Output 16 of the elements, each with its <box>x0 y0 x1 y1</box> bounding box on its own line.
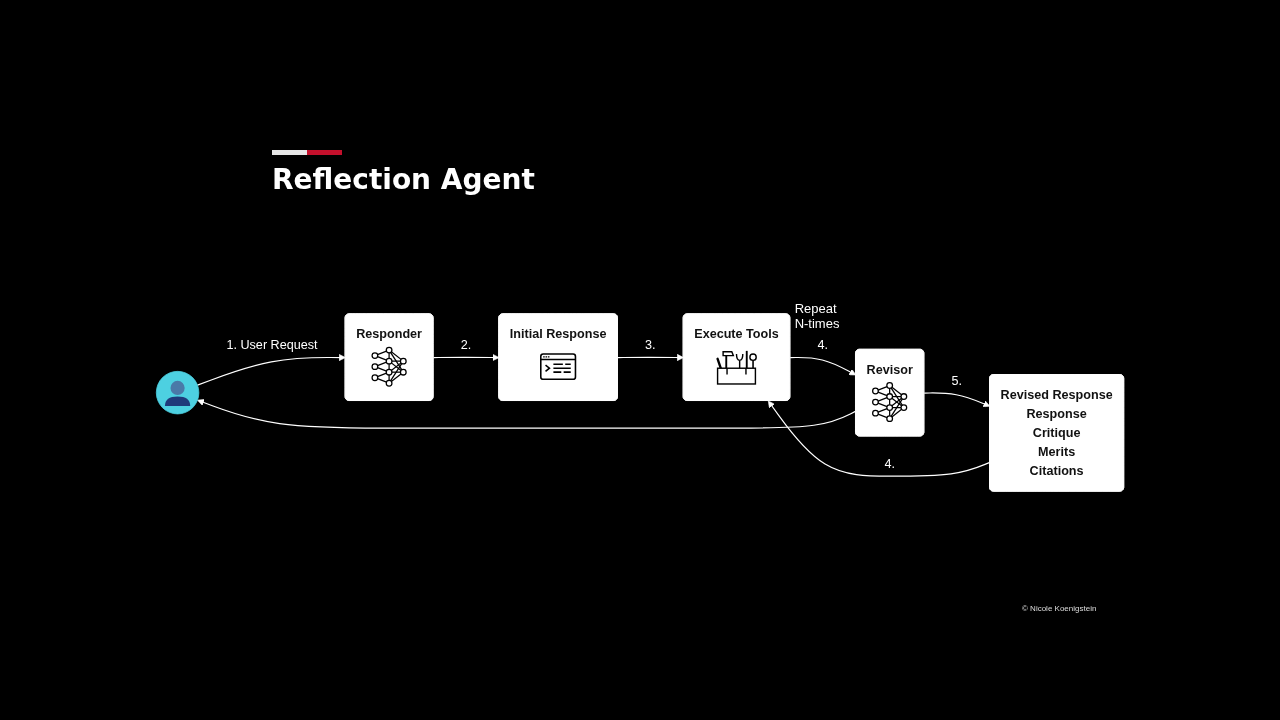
arrow <box>617 354 684 361</box>
arrow <box>196 354 346 386</box>
edge-label: 4. <box>817 338 828 352</box>
diagram-title: Reflection Agent <box>272 163 535 196</box>
edge-label: 3. <box>645 338 656 352</box>
arrow <box>923 392 991 408</box>
arrow <box>197 399 857 429</box>
copyright-note: © Nicole Koenigstein <box>1022 604 1097 613</box>
arrow <box>789 356 857 376</box>
arrow <box>432 354 500 361</box>
edge-label: 1. User Request <box>226 338 318 352</box>
note-label: Repeat N-times <box>794 301 841 332</box>
edge-label: 4. <box>884 457 895 471</box>
node-person <box>155 370 200 415</box>
edge-label: 2. <box>460 338 472 352</box>
edge-label: 5. <box>951 373 962 388</box>
